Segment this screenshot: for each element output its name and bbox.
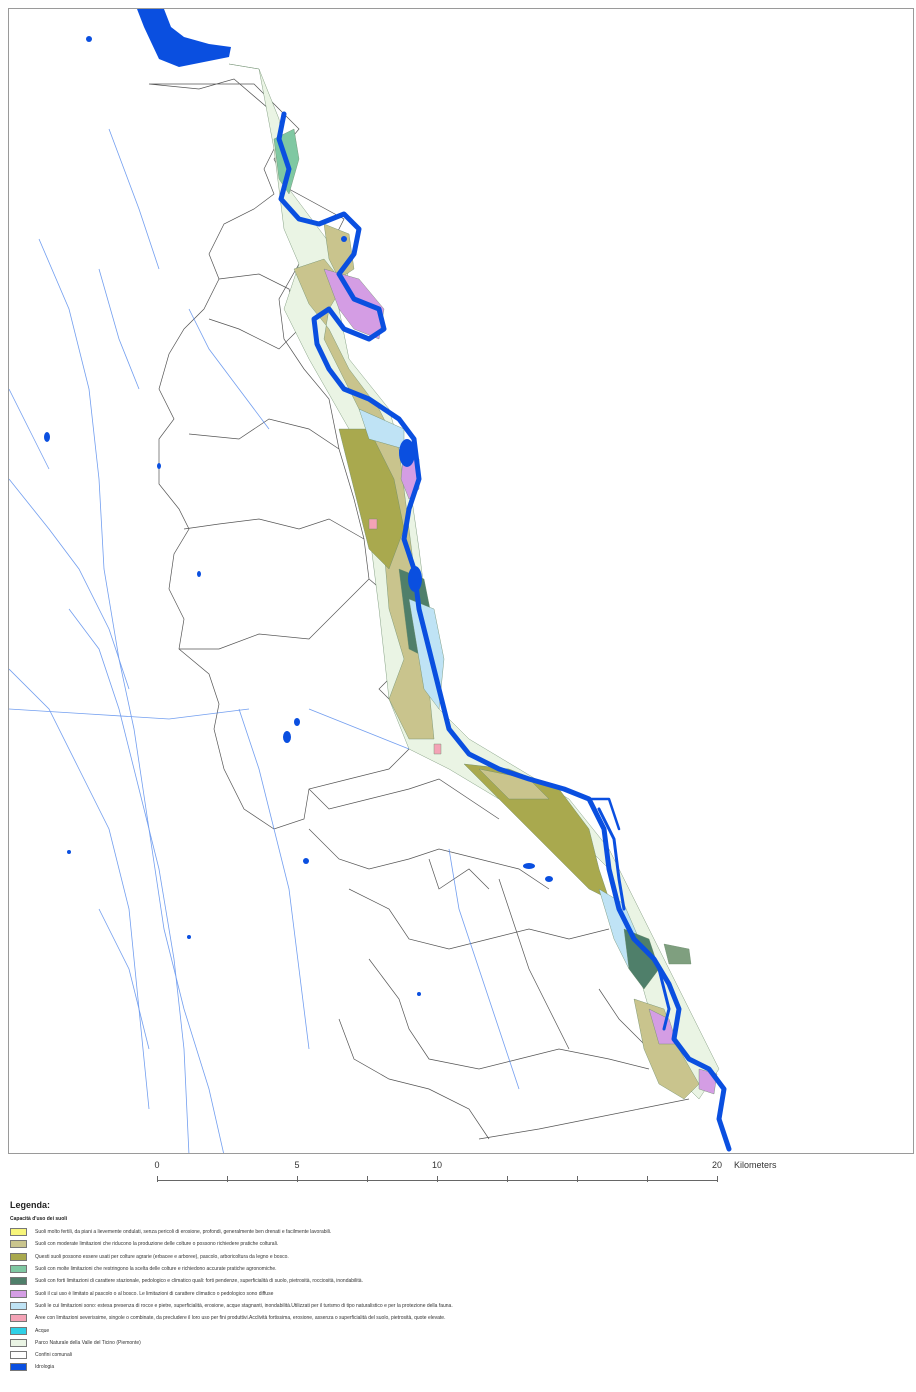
- legend-swatch: [10, 1240, 27, 1249]
- legend-swatch: [10, 1326, 27, 1335]
- legend-label: Suoli con forti limitazioni di carattere…: [35, 1278, 363, 1285]
- park-boundary-zone: [228, 63, 720, 1100]
- scale-tick: [297, 1176, 298, 1182]
- legend-item: Questi suoli possono essere usati per co…: [10, 1251, 890, 1263]
- scale-tick: [577, 1176, 578, 1182]
- legend-swatch: [10, 1289, 27, 1298]
- streams: [9, 128, 520, 1153]
- scale-tick: [507, 1176, 508, 1182]
- legend-swatch: [10, 1363, 27, 1372]
- legend-items: Suoli molto fertili, da piani a lievemen…: [10, 1226, 890, 1374]
- legend-title: Legenda:: [10, 1200, 51, 1210]
- scale-tick: [367, 1176, 368, 1182]
- legend-swatch: [10, 1265, 27, 1274]
- legend-label: Confini comunali: [35, 1352, 72, 1359]
- scale-tick: [227, 1176, 228, 1182]
- legend-label: Suoli con moderate limitazioni che riduc…: [35, 1241, 279, 1248]
- legend-item: Suoli con molte limitazioni che restring…: [10, 1263, 890, 1275]
- legend-item: Idrologia: [10, 1361, 890, 1373]
- river-ticino: [276, 111, 732, 1152]
- scale-tick: [437, 1176, 438, 1182]
- legend-item: Suoli con forti limitazioni di carattere…: [10, 1275, 890, 1287]
- legend-swatch: [10, 1351, 27, 1360]
- scale-bar: 0 5 10 20 Kilometers: [150, 1160, 790, 1192]
- scale-tick-label: 0: [154, 1160, 160, 1170]
- scale-tick: [647, 1176, 648, 1182]
- legend-swatch: [10, 1277, 27, 1286]
- legend-item: Suoli molto fertili, da piani a lievemen…: [10, 1226, 890, 1238]
- scale-tick-label: 10: [431, 1160, 443, 1170]
- scale-unit-label: Kilometers: [734, 1160, 777, 1170]
- map-frame[interactable]: [8, 8, 914, 1154]
- legend-item: Acque: [10, 1324, 890, 1336]
- legend-swatch: [10, 1228, 27, 1237]
- legend-swatch: [10, 1314, 27, 1323]
- soil-zones: [228, 63, 720, 1100]
- legend-subtitle: Capacità d'uso dei suoli: [10, 1216, 68, 1222]
- legend-label: Suoli le cui limitazioni sono: estesa pr…: [35, 1302, 453, 1309]
- legend-item: Parco Naturale della Valle del Ticino (P…: [10, 1337, 890, 1349]
- legend-item: Suoli con moderate limitazioni che riduc…: [10, 1238, 890, 1250]
- scale-tick: [157, 1176, 158, 1182]
- legend-swatch: [10, 1252, 27, 1261]
- legend-label: Suoli con molte limitazioni che restring…: [35, 1266, 277, 1273]
- legend-item: Confini comunali: [10, 1349, 890, 1361]
- legend-swatch: [10, 1338, 27, 1347]
- scale-tick-label: 20: [711, 1160, 723, 1170]
- map-canvas[interactable]: [9, 9, 914, 1154]
- legend-item: Suoli il cui uso è limitato al pascolo o…: [10, 1287, 890, 1299]
- scale-tick-label: 5: [294, 1160, 300, 1170]
- legend-label: Parco Naturale della Valle del Ticino (P…: [35, 1339, 141, 1346]
- water-bodies: [44, 9, 553, 996]
- legend-label: Questi suoli possono essere usati per co…: [35, 1253, 289, 1260]
- legend-label: Acque: [35, 1327, 50, 1334]
- legend-label: Aree con limitazioni severissime, singol…: [35, 1315, 446, 1322]
- legend-item: Aree con limitazioni severissime, singol…: [10, 1312, 890, 1324]
- legend-swatch: [10, 1301, 27, 1310]
- legend-label: Suoli molto fertili, da piani a lievemen…: [35, 1229, 332, 1236]
- legend: Legenda: Capacità d'uso dei suoli Suoli …: [10, 1200, 890, 1374]
- scale-tick: [717, 1176, 718, 1182]
- legend-item: Suoli le cui limitazioni sono: estesa pr…: [10, 1300, 890, 1312]
- lago-maggiore: [137, 9, 231, 67]
- legend-label: Idrologia: [35, 1364, 55, 1371]
- legend-label: Suoli il cui uso è limitato al pascolo o…: [35, 1290, 274, 1297]
